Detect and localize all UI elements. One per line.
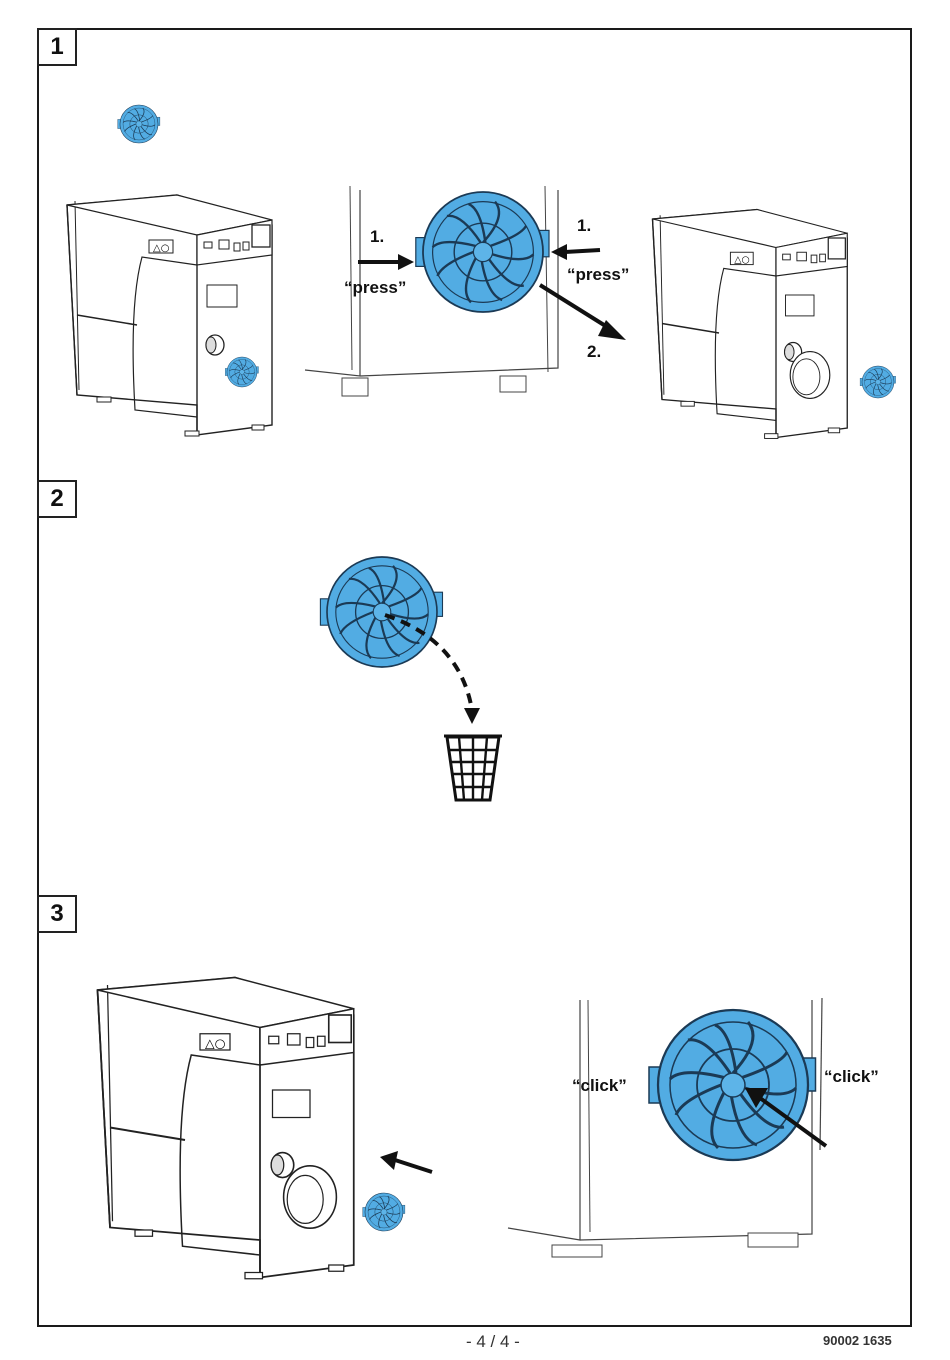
click-label-left: “click” — [572, 1076, 627, 1096]
click-label-right: “click” — [824, 1067, 879, 1087]
page-number: - 4 / 4 - — [466, 1332, 520, 1352]
document-code: 90002 1635 — [823, 1333, 892, 1348]
